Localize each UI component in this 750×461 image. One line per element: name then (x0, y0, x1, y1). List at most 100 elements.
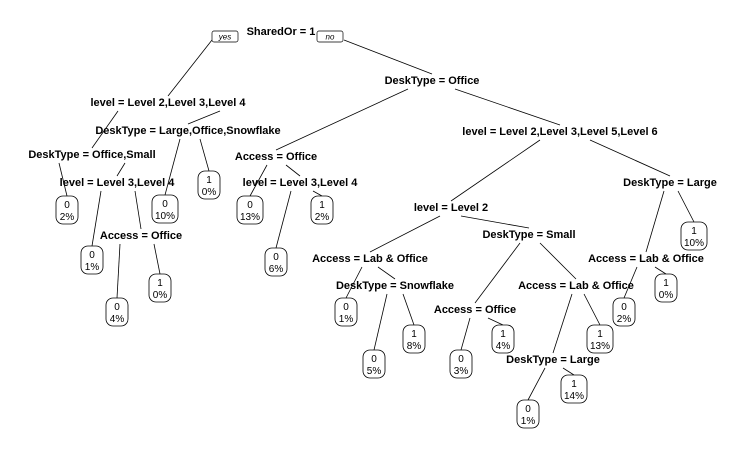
leaf-percent: 10% (684, 238, 704, 249)
tree-edge (312, 190, 323, 197)
tree-edge (487, 317, 504, 326)
leaf-class: 1 (663, 278, 669, 289)
tree-edge (645, 190, 665, 253)
tree-edge (474, 242, 521, 304)
tree-edge (285, 164, 301, 177)
tree-edge (562, 367, 575, 376)
tree-edge (275, 88, 409, 151)
tree-edge (116, 243, 121, 299)
split-label: Access = Office (100, 230, 182, 242)
tree-edge (134, 190, 142, 230)
tree-edge (460, 317, 471, 351)
split-label: DeskType = Office,Small (28, 149, 155, 161)
tree-edge (91, 190, 102, 247)
leaf-node: 113% (586, 324, 614, 354)
leaf-box (197, 170, 221, 200)
leaf-box (560, 374, 588, 404)
leaf-percent: 13% (590, 341, 610, 352)
leaf-box (151, 194, 179, 224)
leaf-class: 0 (273, 252, 279, 263)
split-label: DeskType = Large,Office,Snowflake (95, 125, 280, 137)
leaf-class: 0 (458, 354, 464, 365)
tree-edge (199, 138, 210, 172)
split-label: SharedOr = 1 (247, 26, 316, 38)
leaf-percent: 3% (454, 366, 469, 377)
split-label: Access = Lab & Office (588, 253, 704, 265)
leaf-box (80, 245, 104, 275)
leaf-node: 02% (612, 297, 636, 327)
tree-edge (187, 110, 221, 125)
leaf-class: 1 (206, 175, 212, 186)
yes-no-legend: yes no (211, 30, 344, 43)
leaf-percent: 13% (240, 212, 260, 223)
leaf-percent: 0% (202, 187, 217, 198)
leaf-percent: 6% (269, 264, 284, 275)
leaf-box (148, 273, 172, 303)
split-label: Access = Office (434, 304, 516, 316)
leaf-percent: 2% (617, 314, 632, 325)
tree-edge (583, 293, 601, 326)
leaf-node: 02% (55, 195, 79, 225)
tree-edge (249, 164, 268, 197)
leaf-box (516, 399, 540, 429)
leaf-percent: 8% (407, 341, 422, 352)
tree-edge (116, 162, 126, 177)
leaf-percent: 1% (85, 262, 100, 273)
tree-edge (153, 243, 161, 275)
leaf-node: 01% (516, 399, 540, 429)
leaf-percent: 2% (315, 212, 330, 223)
leaf-percent: 1% (521, 416, 536, 427)
tree-edge (343, 39, 433, 75)
leaf-box (264, 247, 288, 277)
leaf-class: 0 (114, 302, 120, 313)
leaf-percent: 14% (564, 391, 584, 402)
leaf-box (402, 324, 426, 354)
tree-edge (345, 266, 363, 299)
tree-edge (167, 39, 213, 97)
leaf-percent: 5% (367, 366, 382, 377)
leaf-node: 06% (264, 247, 288, 277)
leaf-class: 1 (500, 329, 506, 340)
leaf-class: 0 (162, 199, 168, 210)
leaf-class: 1 (411, 329, 417, 340)
leaf-percent: 1% (339, 314, 354, 325)
tree-edge (623, 266, 638, 299)
leaf-class: 0 (89, 250, 95, 261)
leaf-percent: 4% (110, 314, 125, 325)
leaf-box (654, 273, 678, 303)
tree-edge (369, 215, 441, 253)
yes-tag-box (211, 30, 239, 43)
tree-edges (58, 39, 695, 401)
split-label: Access = Office (235, 151, 317, 163)
split-label: DeskType = Large (506, 354, 600, 366)
tree-edge (402, 293, 415, 326)
leaf-class: 0 (621, 302, 627, 313)
leaf-node: 01% (80, 245, 104, 275)
split-label: level = Level 2 (414, 202, 488, 214)
leaf-box (55, 195, 79, 225)
leaf-class: 1 (597, 329, 603, 340)
leaf-box (612, 297, 636, 327)
leaf-box (105, 297, 129, 327)
leaf-node: 05% (362, 349, 386, 379)
split-label: Access = Lab & Office (518, 280, 634, 292)
leaf-percent: 10% (155, 211, 175, 222)
split-label: DeskType = Large (623, 177, 717, 189)
yes-tag: yes (218, 33, 231, 42)
leaf-box (680, 221, 708, 251)
leaf-node: 010% (151, 194, 179, 224)
split-label: DeskType = Office (385, 75, 480, 87)
no-tag-box (316, 30, 344, 43)
leaf-node: 10% (148, 273, 172, 303)
tree-edge (654, 266, 667, 275)
tree-edge (460, 215, 530, 229)
leaf-class: 0 (247, 200, 253, 211)
split-label: level = Level 3,Level 4 (243, 177, 359, 189)
tree-edge (91, 110, 119, 149)
split-label: DeskType = Snowflake (336, 280, 454, 292)
leaf-class: 0 (371, 354, 377, 365)
leaf-percent: 4% (496, 341, 511, 352)
tree-edge (539, 242, 577, 280)
tree-edge (164, 138, 181, 196)
